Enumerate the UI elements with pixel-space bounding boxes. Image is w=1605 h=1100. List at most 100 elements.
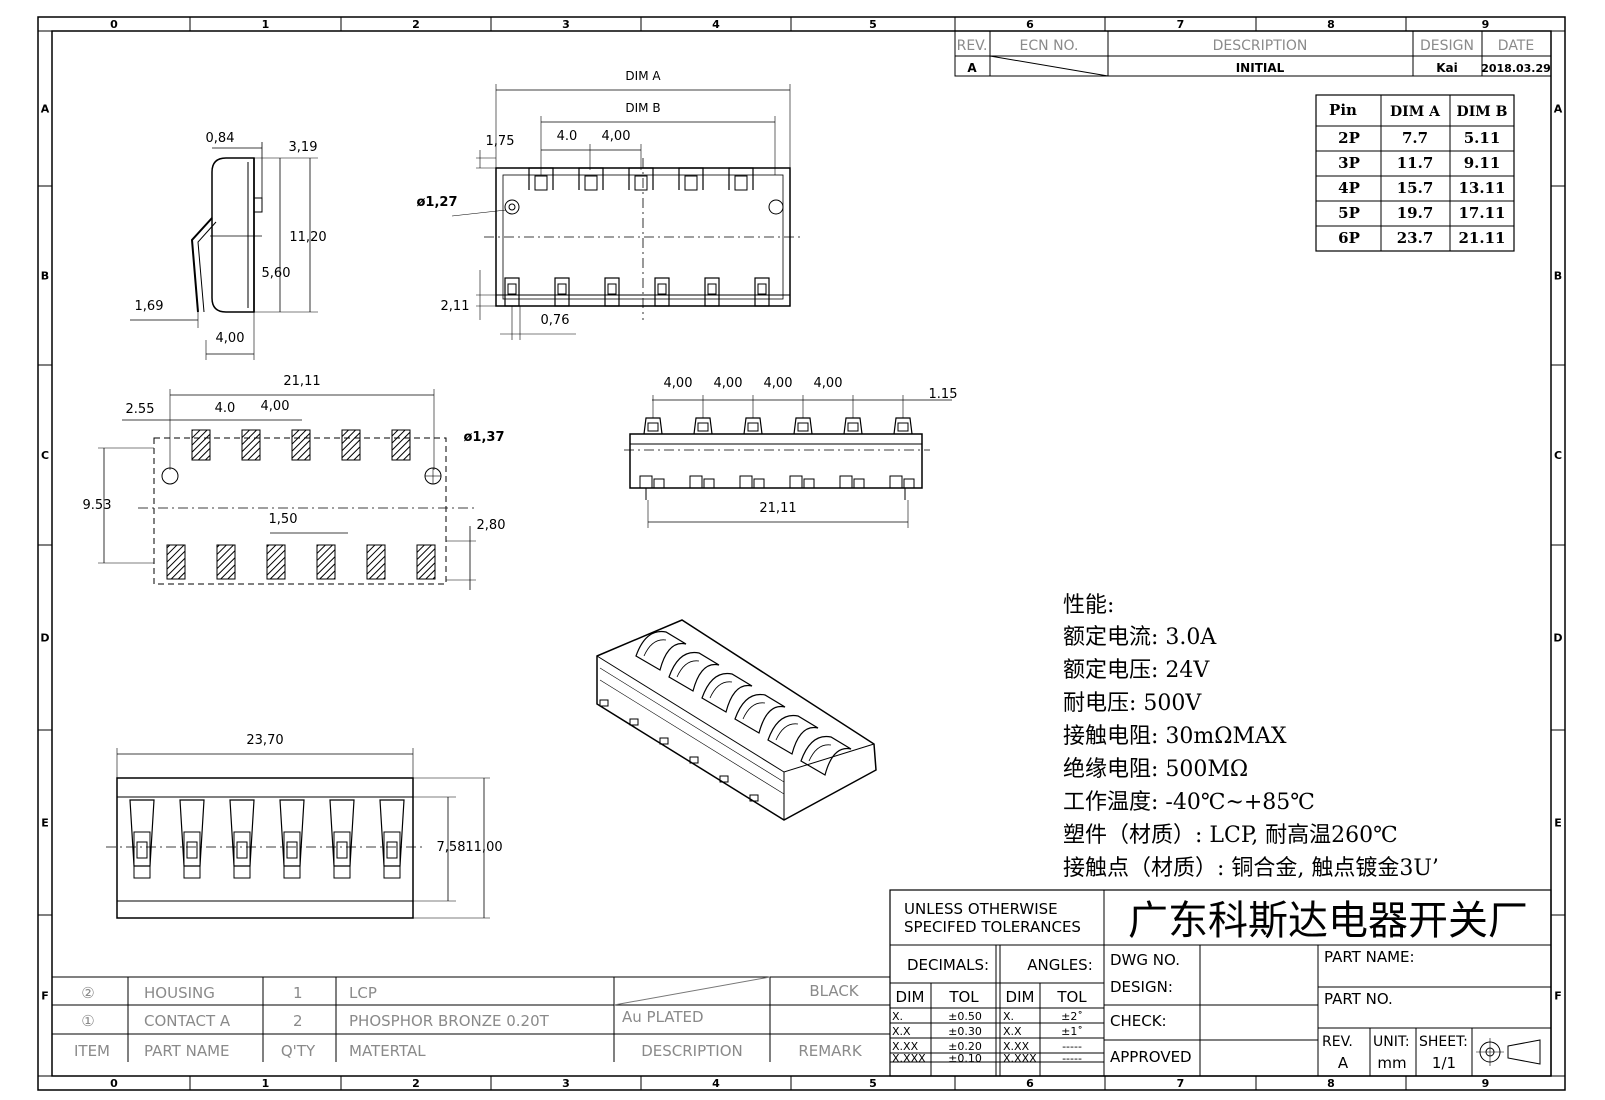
rev-value: A [967,61,977,75]
decimal-row-dim: X.X [892,1025,911,1038]
front-contact-window [797,422,809,432]
bom-header-item: ITEM [74,1042,110,1060]
dim-b-col-header: DIM B [1457,104,1508,120]
angles-label: ANGLES: [1027,956,1093,974]
tolerance-rows: X.±0.50X.X±0.30X.XX±0.20X.XXX±0.10X.±2˚X… [892,1010,1083,1065]
dim-7-58: 7,58 [437,840,466,855]
part-name-label: PART NAME: [1324,948,1415,966]
rev-header: REV. [957,38,988,54]
pin-table-cell-2-1: 15.7 [1397,179,1434,197]
date-value: 2018.03.29 [1481,62,1551,75]
dim-2-11: 2,11 [441,299,470,314]
dim-2-55: 2.55 [126,402,155,417]
zone-col-top-9: 9 [1482,18,1490,31]
unit-value: mm [1377,1054,1406,1072]
zone-row-left-E: E [41,817,49,830]
zone-row-left-F: F [41,990,49,1003]
front-terminal [739,475,753,489]
design-value: Kai [1436,61,1458,75]
top-contact-pocket [728,167,754,190]
bom-row-2-description: Au PLATED [622,1008,704,1026]
top-contact-tab [734,175,748,191]
iso-terminal [629,718,639,726]
zone-col-top-8: 8 [1327,18,1335,31]
zone-row-left-D: D [40,632,49,645]
bottom-contact-slot [136,841,148,859]
zone-col-bottom-1: 1 [262,1077,270,1090]
bom-row-2-qty: 2 [293,1012,303,1030]
pin-table-cell-3-2: 17.11 [1459,204,1506,222]
dim-1-69: 1,69 [135,299,164,314]
bom-row-2-name: CONTACT A [144,1012,231,1030]
iso-terminal [659,737,669,745]
tolerance-note-line-1: UNLESS OTHERWISE [904,900,1058,918]
zone-row-right-A: A [1554,103,1563,116]
front-terminal-foot [753,478,765,489]
top-view: DIM A DIM B 1,75 4.0 4,00 ø1,27 2,11 0,7… [416,69,800,340]
footprint-pad-bottom [166,544,186,580]
zone-row-left-A: A [41,103,50,116]
front-pitch-3: 4,00 [764,376,793,391]
angle-row-tol: ±2˚ [1061,1010,1083,1023]
approved-label: APPROVED [1110,1048,1192,1066]
front-terminal-foot [653,478,665,489]
dim-4-00-footprint: 4,00 [261,399,290,414]
iso-contact [701,672,753,713]
dim-3-19: 3,19 [289,140,318,155]
bottom-contact-window [133,831,151,879]
spec-rated-current: 额定电流: 3.0A [1063,625,1217,650]
check-label: CHECK: [1110,1012,1167,1030]
decimal-row-dim: X. [892,1010,903,1023]
dim-11-00: 11,00 [465,840,502,855]
dim-1-75: 1,75 [486,134,515,149]
front-terminal [639,475,653,489]
revision-block: REV. ECN NO. DESCRIPTION DESIGN DATE A I… [954,30,1552,77]
top-contact-tab [684,175,698,191]
bill-of-materials: ② HOUSING 1 LCP BLACK ① CONTACT A 2 PHOS… [52,890,891,1076]
ecn-header: ECN NO. [1020,38,1079,54]
design-header: DESIGN [1420,38,1474,54]
unit-label: UNIT: [1373,1034,1410,1050]
zone-col-top-0: 0 [110,18,118,31]
dim-5-60: 5,60 [262,266,291,281]
angle-dim-header: DIM [1006,988,1035,1006]
bottom-contact-slot [286,841,298,859]
zone-col-bottom-5: 5 [869,1077,877,1090]
front-terminal [689,475,703,489]
top-bottom-terminal [554,277,570,307]
iso-contact [668,651,720,692]
dim-1-50: 1,50 [269,512,298,527]
front-pitch-2: 4,00 [714,376,743,391]
front-terminal-foot [703,478,715,489]
pin-table-cell-1-1: 11.7 [1397,154,1434,172]
angle-row-tol: ±1˚ [1061,1025,1083,1038]
angle-row-tol: ----- [1062,1052,1082,1065]
bottom-view: 23,70 7,58 11,00 [106,733,503,919]
front-terminal-foot [853,478,865,489]
dim-4-0-top: 4.0 [557,129,578,144]
footprint-pad-bottom [366,544,386,580]
bottom-contact-slot [186,841,198,859]
top-bottom-terminal [504,277,520,307]
description-value: INITIAL [1236,61,1285,75]
spec-housing-material: 塑件（材质）: LCP, 耐高温260℃ [1063,823,1398,848]
bottom-contact-slot [336,841,348,859]
dim-0-84: 0,84 [206,131,235,146]
top-contact-pocket [578,167,604,190]
zone-row-left-C: C [41,449,49,462]
zone-col-top-5: 5 [869,18,877,31]
top-contact-tab [584,175,598,191]
footprint-pad-top [341,429,361,461]
dim-1-15: 1.15 [929,387,958,402]
sheet-value: 1/1 [1432,1054,1456,1072]
pin-table-cell-2-0: 4P [1338,179,1360,197]
front-pitch-4: 4,00 [814,376,843,391]
zone-col-top-1: 1 [262,18,270,31]
zone-row-right-B: B [1554,270,1562,283]
bom-row-2-no: ① [81,1012,94,1030]
decimal-row-tol: ±0.20 [948,1040,982,1053]
angle-row-dim: X. [1003,1010,1014,1023]
front-contact-window [697,422,709,432]
bottom-contact-window [183,831,201,879]
zone-col-bottom-8: 8 [1327,1077,1335,1090]
